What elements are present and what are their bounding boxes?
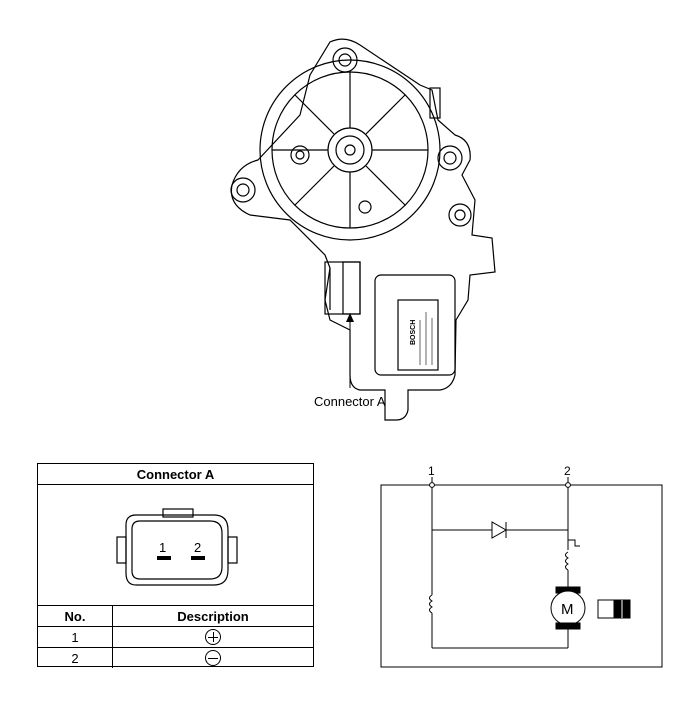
connector-face-figure: 1 2 [38, 485, 313, 605]
pin-table-header-row: No. Description [38, 605, 313, 627]
header-description: Description [112, 605, 313, 627]
mount-hole-top [332, 47, 358, 73]
table-row: 1 [38, 626, 313, 648]
thermal-breaker [567, 539, 580, 550]
diode-symbol [491, 521, 508, 539]
motor-brand-text: BOSCH [410, 320, 417, 345]
plus-circle-icon [205, 629, 221, 646]
row-no: 1 [38, 626, 113, 648]
mount-hole-left [230, 177, 256, 203]
gear-housing-ring [259, 59, 441, 241]
pin-table: No. Description 1 2 [38, 605, 313, 668]
pin-2 [191, 556, 205, 560]
connector-table-title: Connector A [38, 464, 313, 485]
motor-body [374, 274, 456, 376]
pin-1-label: 1 [159, 540, 166, 555]
right-coil [565, 551, 569, 571]
minus-circle-icon [205, 650, 221, 667]
pin-2-label: 2 [194, 540, 201, 555]
pin-1 [157, 556, 171, 560]
mount-hole-right [437, 145, 463, 171]
connector-a-callout: Connector A [314, 394, 386, 409]
row-no: 2 [38, 647, 113, 668]
circuit-frame [380, 484, 663, 668]
circuit-diagram [380, 477, 663, 668]
motor-label: M [561, 601, 574, 618]
header-no: No. [38, 605, 113, 627]
mount-hole-lower-right [448, 203, 472, 227]
left-coil [429, 594, 433, 614]
table-row: 2 [38, 647, 313, 668]
terminal-2-label: 2 [564, 464, 571, 478]
terminal-1-label: 1 [428, 464, 435, 478]
connector-a-table: Connector A 1 2 No. Description 1 2 [37, 463, 314, 668]
